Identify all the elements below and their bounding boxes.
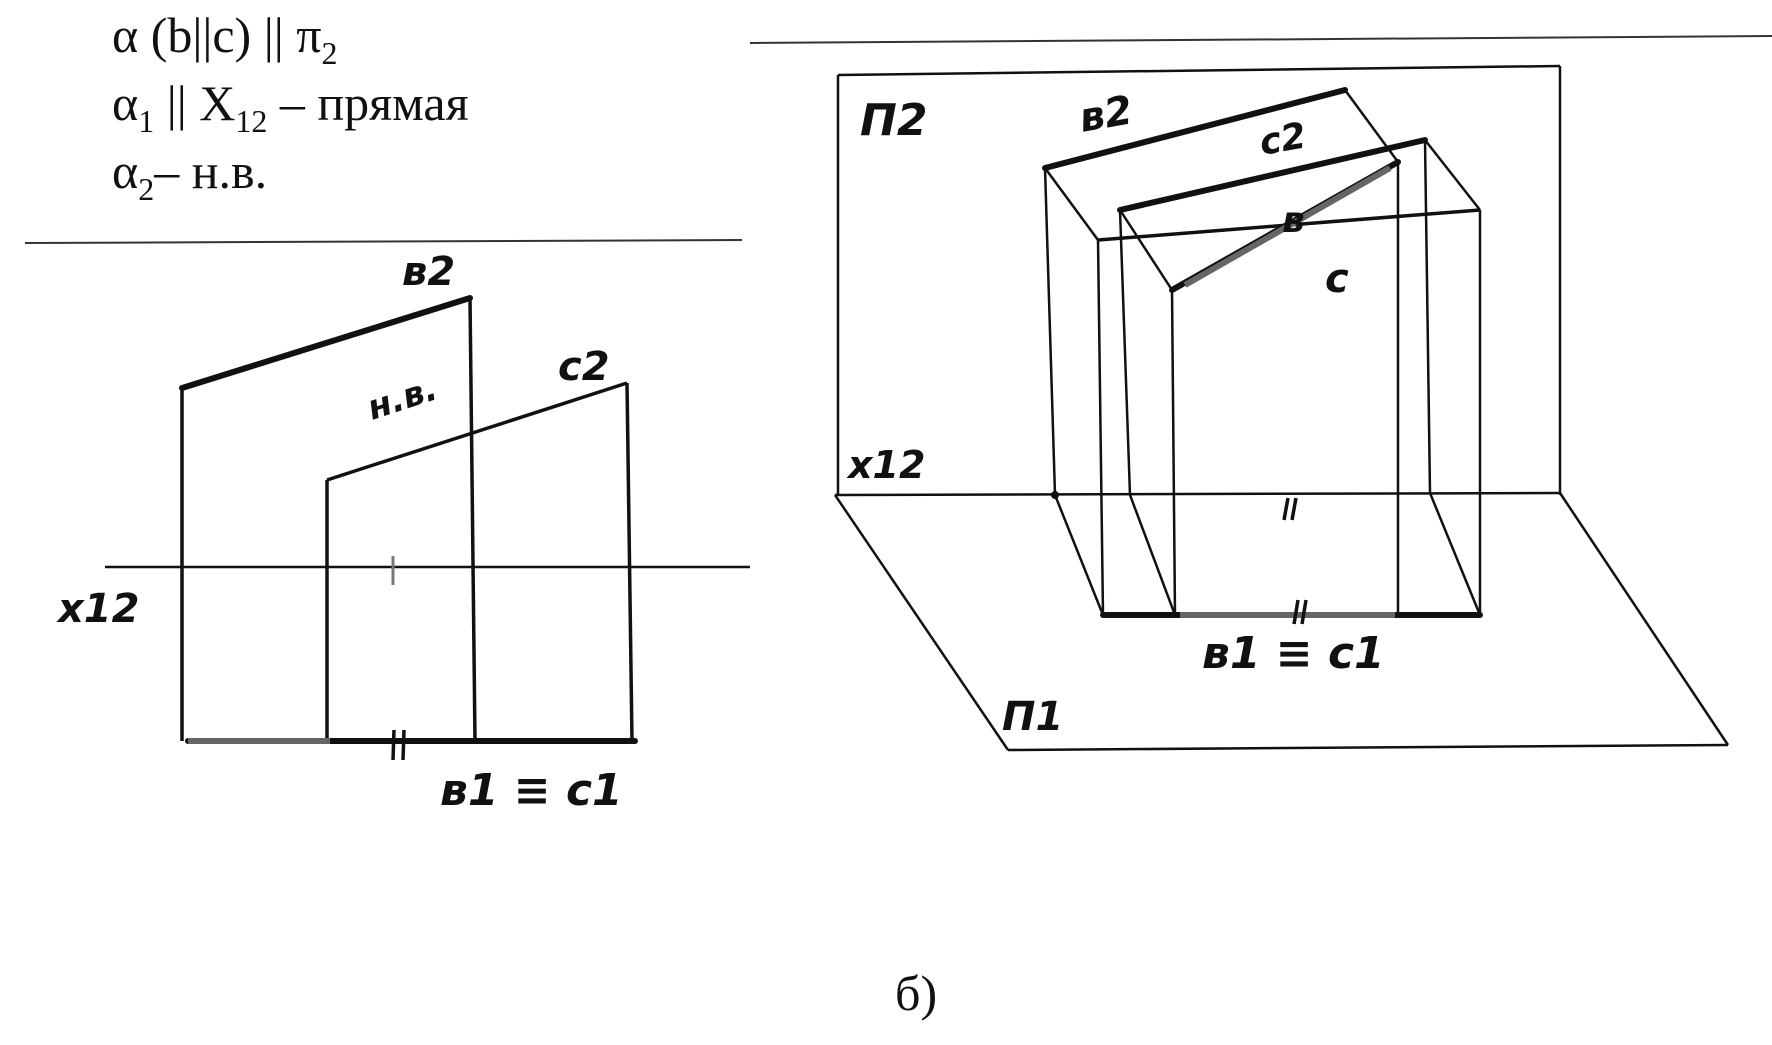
right-pi1-projector-2 <box>1128 494 1177 616</box>
right-b2-right-bevel <box>1343 89 1400 163</box>
right-b1c1-label: в1 ≡ с1 <box>1202 628 1385 679</box>
right-c-shade <box>1183 165 1392 288</box>
pi1-front-edge <box>1007 743 1729 752</box>
right-b1c1-parallel-2 <box>1300 599 1308 625</box>
left-parallel-mark-2 <box>401 729 406 761</box>
right-b2-line <box>1042 87 1348 171</box>
right-c2-projector-left <box>1118 209 1132 496</box>
left-nv-label: н.в. <box>362 369 442 429</box>
formula-line-1: α (b||c) || π2 <box>112 7 337 71</box>
formula-line-3: α2– н.в. <box>112 143 267 207</box>
figure-label: б) <box>895 965 937 1021</box>
right-c2-right-bevel <box>1424 139 1481 211</box>
right-c-vertical-left <box>1170 289 1177 616</box>
right-b-left-bevel <box>1043 167 1100 241</box>
right-b1c1-parallel-1 <box>1292 599 1300 625</box>
right-b2-projector-left <box>1043 167 1057 496</box>
right-c2-line <box>1117 137 1428 213</box>
right-b2-label: в2 <box>1076 87 1136 142</box>
right-b-vertical-left <box>1096 239 1105 616</box>
left-b-right-edge <box>468 297 477 742</box>
right-axis-parallel-2 <box>1290 497 1298 521</box>
left-b2-line <box>179 295 473 391</box>
left-projection-drawing: в2 с2 н.в. x12 в1 ≡ с1 <box>56 249 750 816</box>
right-axis-parallel-1 <box>1282 497 1290 521</box>
left-parallel-mark-1 <box>391 729 396 761</box>
right-x12-point <box>1051 491 1059 499</box>
left-c2-label: с2 <box>558 344 610 390</box>
pi2-label: П2 <box>860 95 927 146</box>
right-b-label: в <box>1282 200 1305 241</box>
right-c2-label: с2 <box>1256 115 1309 163</box>
right-x12-label: x12 <box>846 443 925 487</box>
left-b2-label: в2 <box>402 249 455 295</box>
left-c-right-edge <box>625 382 634 742</box>
right-c-left-bevel <box>1118 209 1174 291</box>
pi1-right-edge <box>1558 492 1730 746</box>
right-pi1-projector-1 <box>1053 494 1105 616</box>
left-x12-label: x12 <box>56 586 139 632</box>
right-c-label: с <box>1325 256 1349 302</box>
pi1-label: П1 <box>1002 694 1063 740</box>
pi2-top-edge <box>837 64 1561 77</box>
right-pi1-projector-3 <box>1428 492 1482 616</box>
right-x12-axis <box>834 491 1561 497</box>
formula-line-2: α1 || X12 – прямая <box>112 75 469 139</box>
pi1-left-edge <box>833 494 1010 751</box>
right-axonometric-drawing: П2 x12 в2 с2 в с в1 ≡ с1 П1 <box>833 64 1730 752</box>
separator-rule-right <box>749 35 1772 44</box>
left-c2-line <box>326 381 628 482</box>
right-c2-projector-right <box>1423 139 1432 494</box>
separator-rule-left <box>24 239 743 244</box>
left-b1c1-label: в1 ≡ с1 <box>440 765 623 816</box>
